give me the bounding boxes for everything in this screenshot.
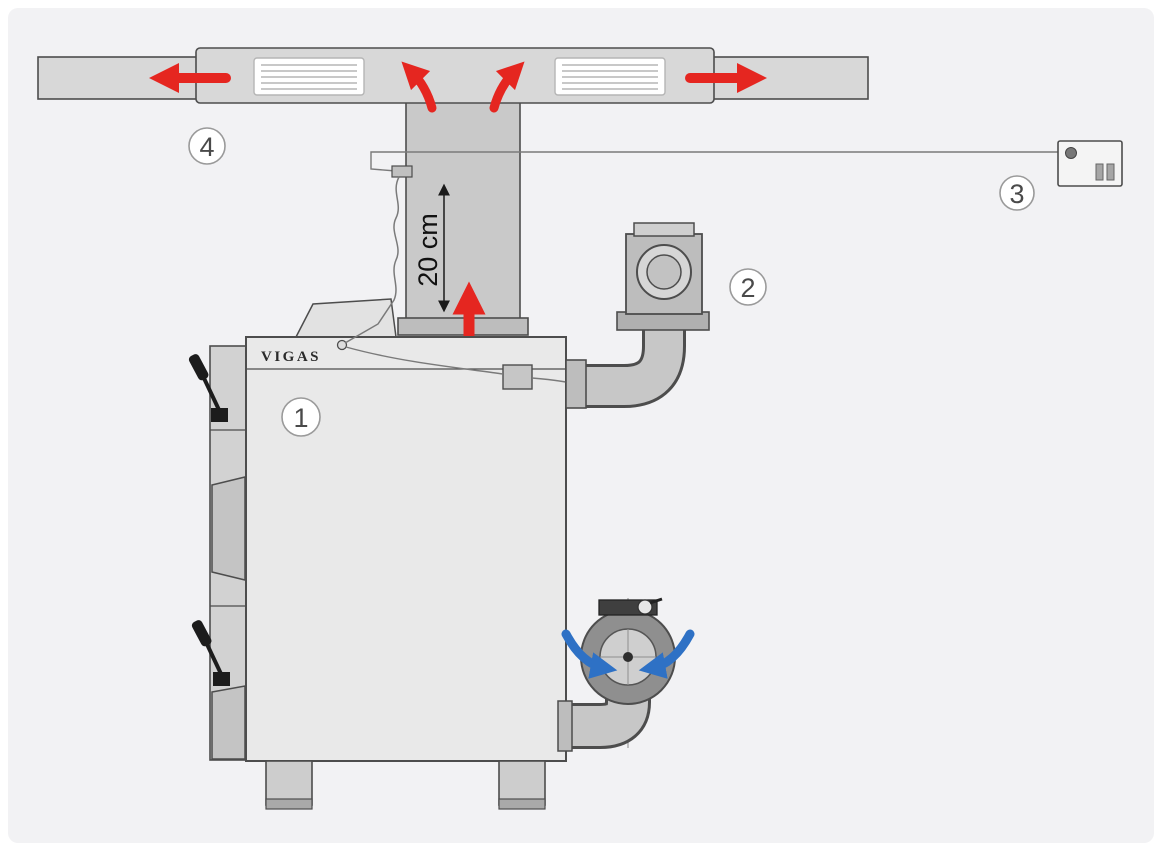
dimension-label: 20 cm	[413, 213, 443, 287]
callout-2-circle	[729, 268, 767, 306]
boiler-brand-logo: VIGAS	[261, 349, 321, 365]
duct-clamp	[391, 165, 413, 178]
boiler-flue-outlet	[565, 359, 587, 409]
callout-3-circle	[999, 175, 1035, 211]
duct-grille-right	[554, 57, 666, 96]
vertical-duct	[397, 69, 529, 336]
callout-1: 1	[281, 397, 321, 437]
lower-door	[211, 685, 246, 760]
callout-2-number: 2	[740, 273, 755, 303]
controller-vent-1	[1095, 163, 1104, 181]
boiler-top-sensor	[336, 339, 348, 351]
callout-4-circle	[188, 127, 226, 165]
controller-dial	[1065, 147, 1077, 159]
flue-adapter-cap	[633, 222, 695, 237]
airflow-arrow-up-right-icon	[489, 61, 525, 113]
duct-grille-left	[253, 57, 365, 96]
lower-lever	[191, 620, 230, 686]
controller-vent-2	[1106, 163, 1115, 181]
upper-door	[211, 476, 246, 581]
callout-2: 2	[729, 268, 767, 306]
vertical-duct-flange	[397, 317, 529, 336]
callout-4: 4	[188, 127, 226, 165]
airflow-arrow-up-left-icon	[401, 61, 437, 113]
capillary-tube	[344, 176, 400, 344]
controller	[1057, 140, 1123, 187]
callout-3: 3	[999, 175, 1035, 211]
fan-hub	[623, 652, 633, 662]
junction-box	[502, 364, 533, 390]
upper-lever	[188, 354, 228, 422]
fan-arrow-left-icon	[561, 629, 618, 679]
callout-3-number: 3	[1009, 179, 1024, 209]
callout-1-circle	[281, 397, 321, 437]
fan-arrow-right-icon	[638, 629, 695, 679]
boiler: VIGAS	[188, 298, 585, 810]
airflow-arrows-red	[149, 61, 767, 344]
controller-wire	[370, 151, 1058, 172]
dimension-20cm: 20 cm	[413, 183, 450, 313]
boiler-legs	[265, 760, 546, 810]
flue-adapter	[565, 222, 710, 409]
fan-motor-knob	[637, 599, 653, 615]
fan-airflow-arrows-blue	[561, 629, 695, 679]
sensor-wire	[345, 346, 504, 375]
flue-pipe	[584, 326, 683, 405]
controller-wiring	[344, 151, 1058, 344]
flue-port-inner	[646, 254, 682, 290]
fan-pipe-flange	[557, 700, 573, 752]
callout-4-number: 4	[199, 132, 214, 162]
fan-assembly	[557, 597, 695, 752]
callout-1-number: 1	[293, 403, 308, 433]
